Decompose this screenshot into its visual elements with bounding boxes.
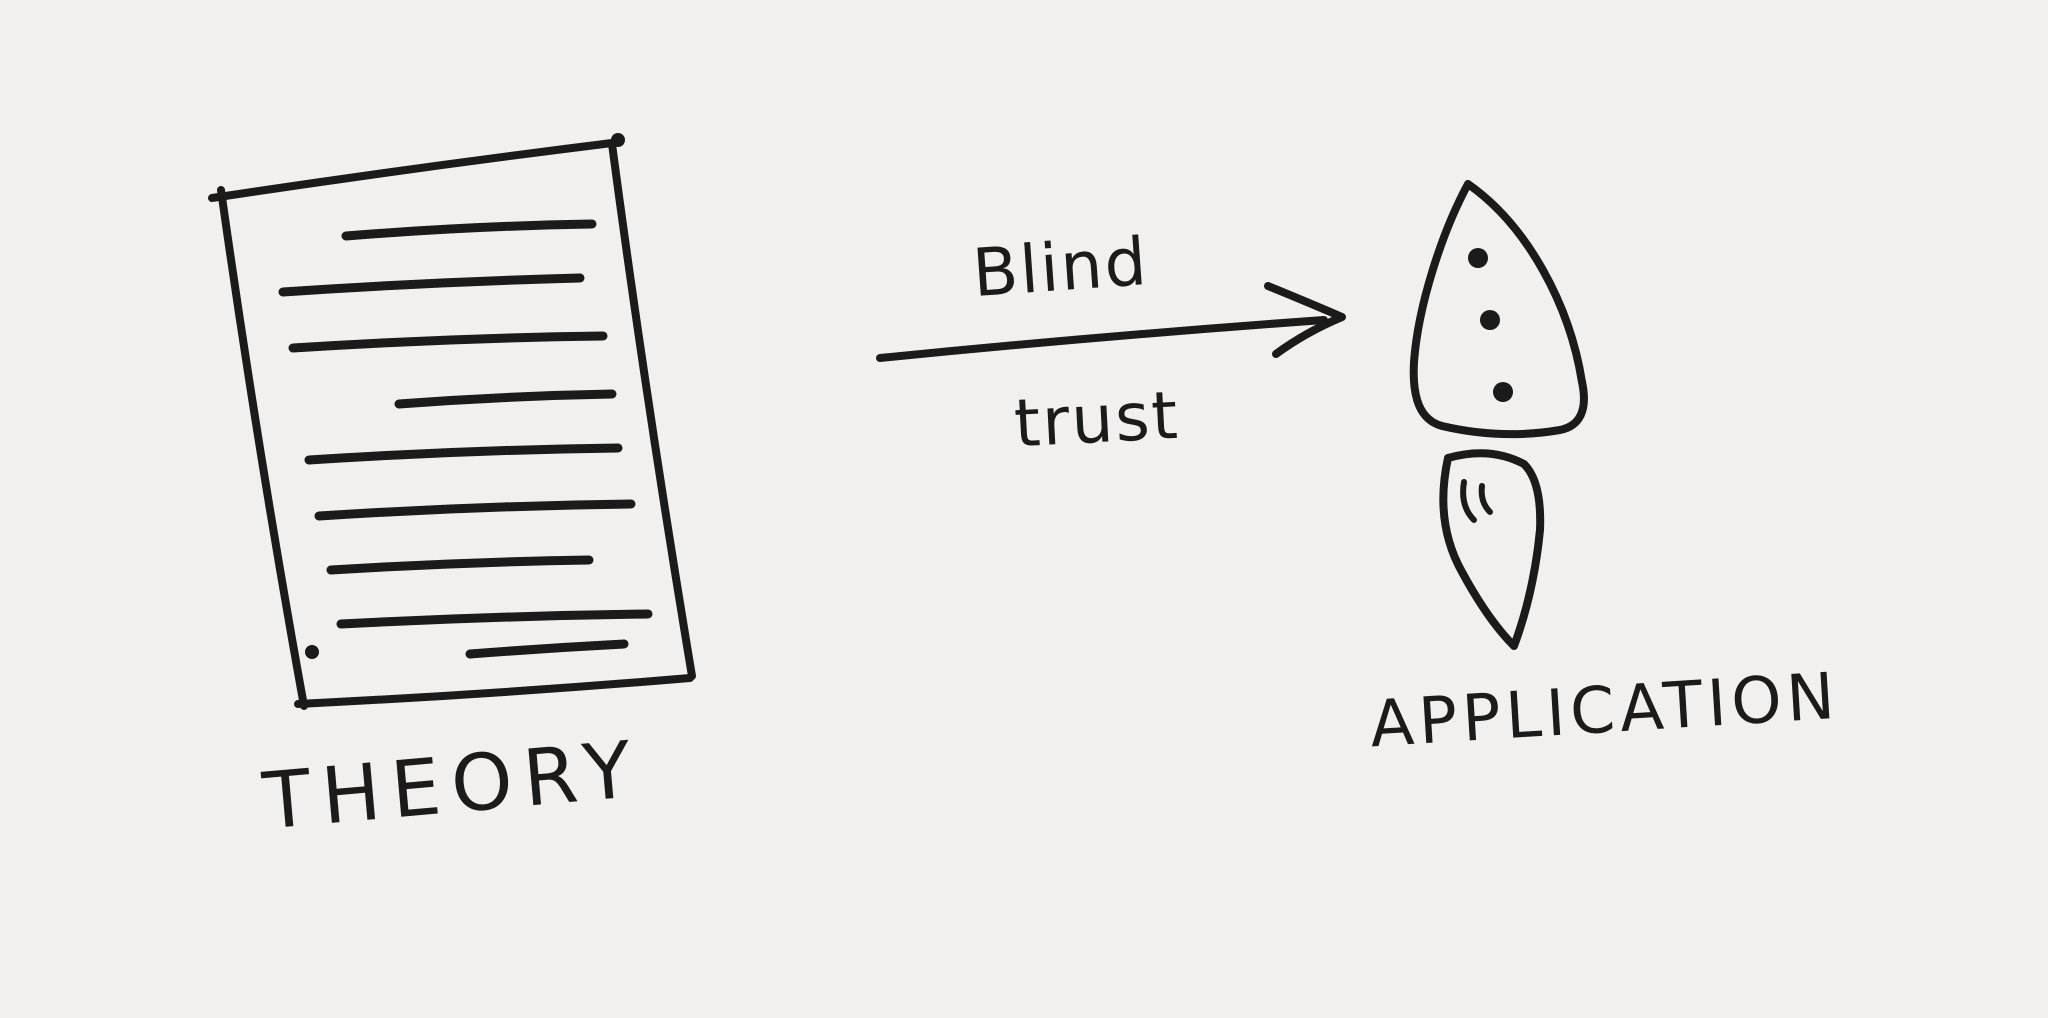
document-ink-blot xyxy=(305,645,319,659)
document-text-lines xyxy=(278,219,653,659)
arrow-label-trust: trust xyxy=(1012,377,1181,463)
rocket-body xyxy=(1409,180,1588,439)
document-outline-top xyxy=(208,138,624,202)
rocket-flame-mark xyxy=(1478,483,1493,515)
document-text-line xyxy=(326,555,594,575)
document-text-line xyxy=(278,273,585,297)
arrow-head xyxy=(1264,282,1346,358)
arrow-shaft xyxy=(876,316,1328,362)
document-text-line xyxy=(336,609,653,629)
rocket-flame xyxy=(1439,449,1545,650)
document-outline-bottom xyxy=(294,674,694,708)
theory-label: THEORY xyxy=(259,725,646,848)
rocket-dot xyxy=(1493,382,1513,402)
application-rocket-sketch: APPLICATION xyxy=(1368,180,1842,763)
document-text-line xyxy=(288,331,608,353)
theory-document-sketch: THEORY xyxy=(208,133,696,848)
document-text-line xyxy=(341,219,597,241)
blind-trust-arrow: Blind trust xyxy=(876,223,1346,463)
document-text-line xyxy=(465,639,629,659)
document-text-line xyxy=(304,443,623,465)
document-text-line xyxy=(394,389,617,409)
rocket-dot xyxy=(1468,248,1488,268)
document-outline-left xyxy=(217,186,308,710)
arrow-label-blind: Blind xyxy=(970,223,1151,312)
document-text-line xyxy=(314,499,636,521)
rocket-flame-mark xyxy=(1460,479,1477,523)
document-outline-right xyxy=(608,140,696,680)
application-label: APPLICATION xyxy=(1368,660,1842,763)
document-corner-blot xyxy=(611,133,625,147)
rocket-dot xyxy=(1480,310,1500,330)
